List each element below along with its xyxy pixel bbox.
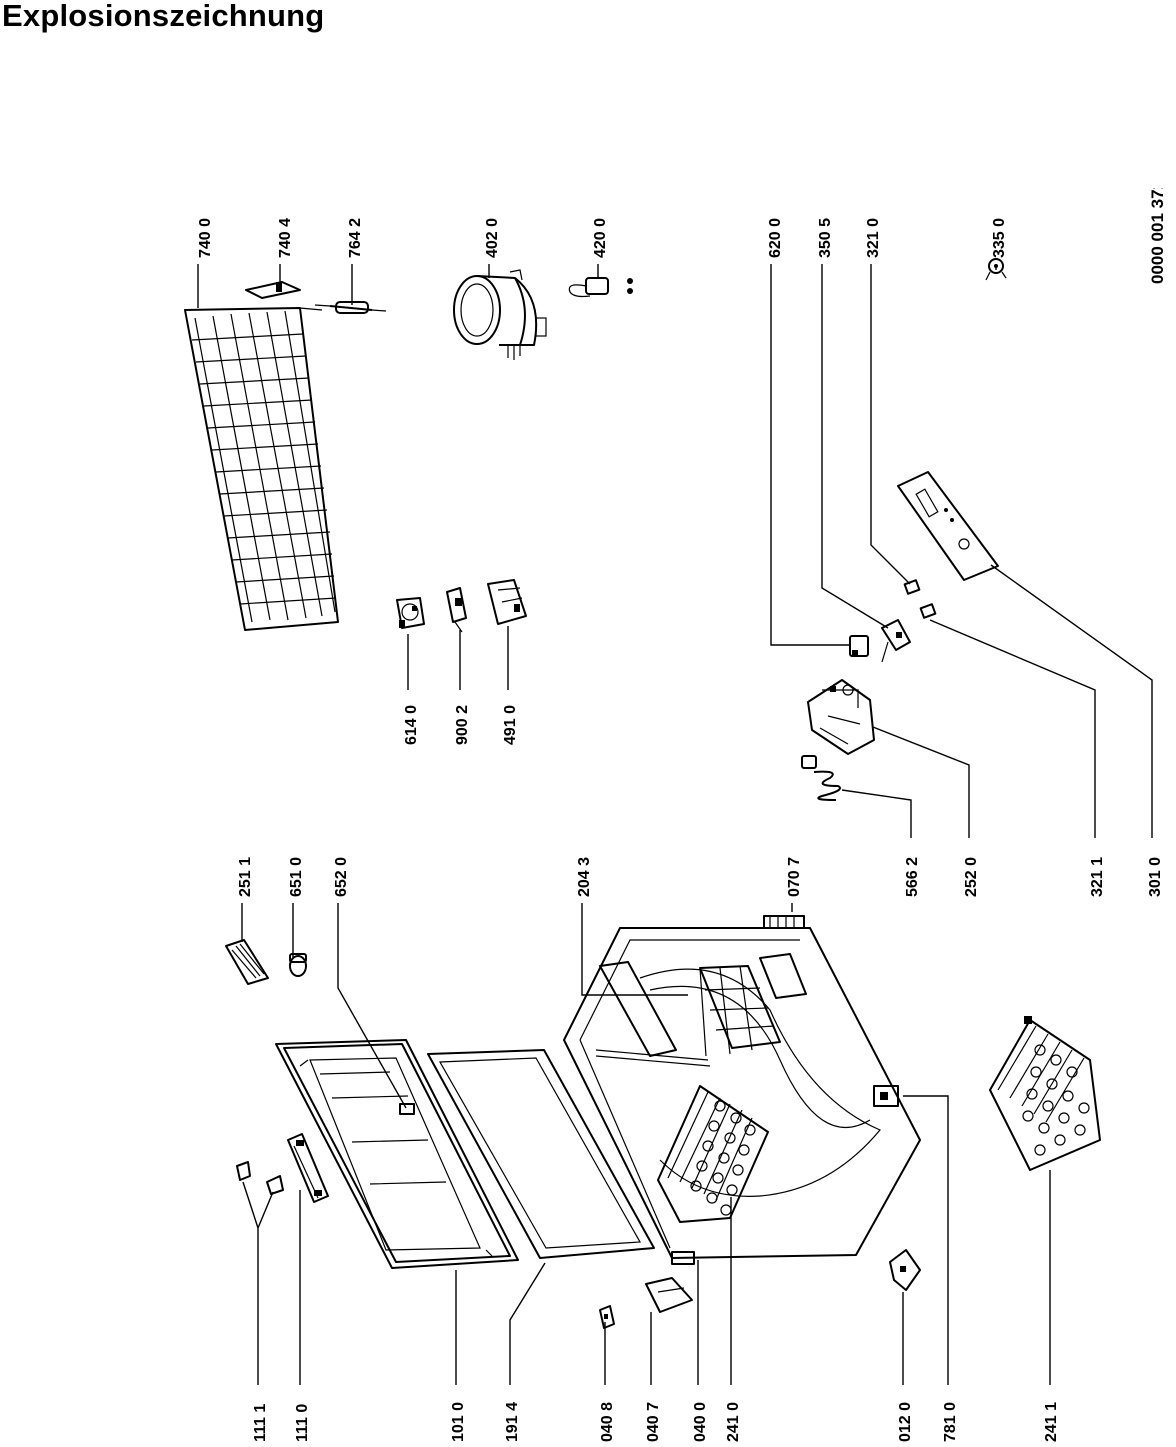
parts-111-1	[236, 1161, 284, 1195]
label-101-0: 101 0	[450, 1402, 467, 1442]
leader-191-4	[509, 1262, 546, 1385]
part-491-0	[487, 579, 527, 625]
lamp-651-0	[289, 953, 307, 977]
lamp-cover-252-0	[807, 679, 875, 755]
label-402-0: 402 0	[484, 218, 501, 258]
spring-566-2	[801, 755, 841, 801]
page-title: Explosionszeichnung	[2, 0, 325, 33]
part-040-8	[599, 1305, 615, 1329]
hinge-012-0	[889, 1249, 921, 1291]
thermostat-614-0	[396, 597, 425, 629]
leader-252-0	[872, 726, 970, 838]
leader-lines	[197, 264, 1153, 1385]
label-420-0: 420 0	[592, 218, 609, 258]
label-652-0: 652 0	[333, 857, 350, 897]
leader-652-0	[337, 903, 407, 1109]
label-335-0: 335 0	[991, 218, 1008, 258]
lamp-holder-350-5	[881, 619, 911, 663]
label-491-0: 491 0	[502, 705, 519, 745]
label-204-3: 204 3	[576, 857, 593, 897]
leader-620-0	[770, 264, 850, 646]
label-111-1: 111 1	[252, 1404, 269, 1442]
leader-204-3	[581, 903, 688, 996]
label-040-8: 040 8	[599, 1402, 616, 1442]
label-321-1: 321 1	[1089, 857, 1106, 897]
control-panel-301-0	[897, 471, 999, 581]
label-301-0: 301 0	[1147, 857, 1164, 897]
leader-301-0	[990, 564, 1153, 838]
label-040-7: 040 7	[645, 1402, 662, 1442]
label-111-0: 111 0	[294, 1404, 311, 1442]
condenser-740-0	[184, 307, 339, 631]
basket-241-1	[989, 1016, 1101, 1171]
label-651-0: 651 0	[288, 857, 305, 897]
leader-321-1	[929, 619, 1096, 838]
label-620-0: 620 0	[767, 218, 784, 258]
label-070-7: 070 7	[786, 857, 803, 897]
label-191-4: 191 4	[504, 1402, 521, 1442]
label-040-0: 040 0	[692, 1402, 709, 1442]
leader-781-0	[903, 1095, 949, 1385]
leader-350-5	[821, 264, 889, 629]
leader-111-1	[242, 1181, 274, 1385]
leader-321-0	[870, 264, 911, 585]
label-252-0: 252 0	[963, 857, 980, 897]
basket-241-0	[657, 1085, 769, 1223]
label-241-0: 241 0	[725, 1402, 742, 1442]
relay-420-0	[568, 277, 633, 298]
label-241-1: 241 1	[1043, 1402, 1060, 1442]
cabinet-body	[563, 915, 921, 1265]
filter-drier-764-2	[314, 301, 387, 314]
gasket-191-4	[427, 1049, 655, 1259]
label-350-5: 350 5	[817, 218, 834, 258]
label-012-0: 012 0	[897, 1402, 914, 1442]
label-566-2: 566 2	[904, 857, 921, 897]
label-321-0: 321 0	[865, 218, 882, 258]
bracket-740-4	[245, 281, 301, 299]
label-740-0: 740 0	[197, 218, 214, 258]
handle-111-0	[287, 1133, 329, 1203]
document-number: 0000 001 37119	[1148, 188, 1167, 284]
label-764-2: 764 2	[347, 218, 364, 258]
parts-321	[903, 579, 937, 619]
knob-335-0	[985, 258, 1007, 281]
part-900-2	[446, 587, 467, 633]
document-number-text: 0000 001 37119	[1148, 188, 1167, 284]
lid-101-0	[275, 1039, 519, 1269]
part-labels: 740 0 740 4 764 2 402 0 420 0 620 0 350 …	[197, 218, 1164, 1442]
leader-566-2	[841, 789, 912, 838]
label-900-2: 900 2	[454, 705, 471, 745]
label-251-1: 251 1	[237, 857, 254, 897]
switch-620-0	[849, 635, 869, 657]
label-781-0: 781 0	[942, 1402, 959, 1442]
compressor-402-0	[453, 269, 547, 360]
hinge-040-7	[645, 1277, 693, 1313]
part-251-1	[225, 939, 269, 985]
label-740-4: 740 4	[277, 218, 294, 258]
label-614-0: 614 0	[403, 705, 420, 745]
